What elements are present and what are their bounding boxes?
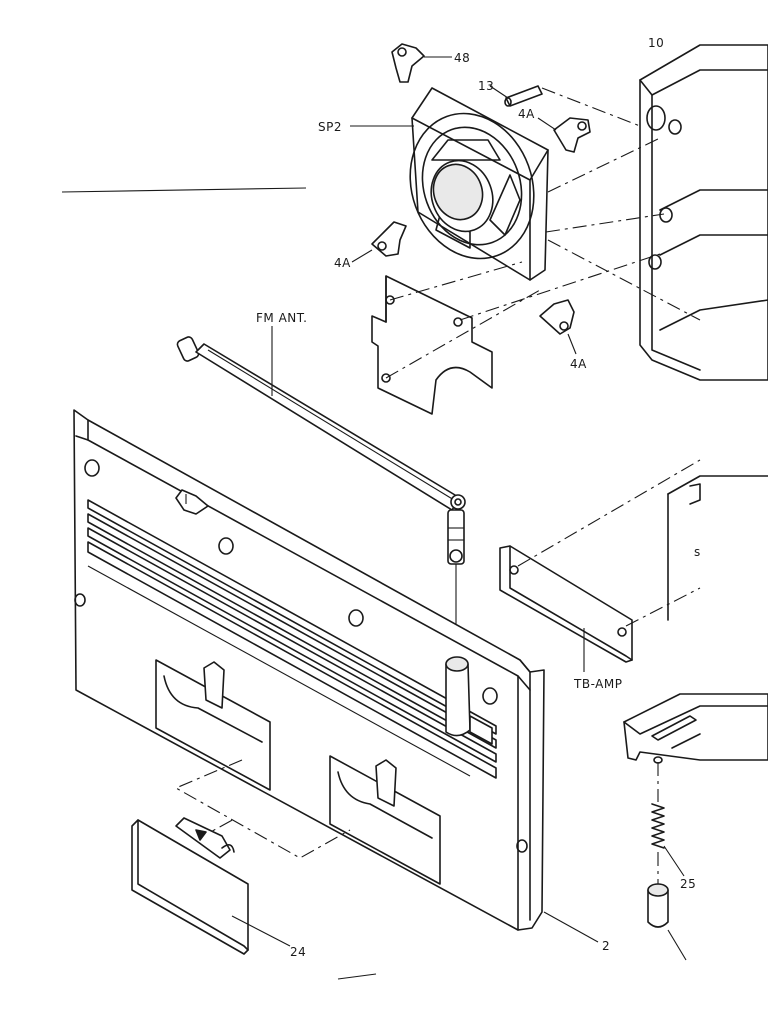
fm-antenna: FM ANT.	[176, 311, 466, 660]
label-part-2: 2	[602, 939, 610, 953]
label-part-13: 13	[478, 79, 494, 93]
alignment-lines-upper	[385, 87, 701, 379]
label-tb-amp: TB-AMP	[573, 677, 622, 691]
label-part-4a-top: 4A	[518, 107, 535, 121]
label-part-4a-left: 4A	[334, 256, 351, 270]
pin-13: 13	[478, 79, 543, 107]
stray-rule-top	[61, 187, 307, 193]
battery-cover-24	[131, 817, 249, 955]
bracket-lower-right	[623, 693, 768, 764]
bracket-4a-left: 4A	[334, 221, 407, 270]
chassis-middle-right: s	[667, 475, 768, 621]
speaker-mounting-plate	[371, 275, 493, 415]
cylinder-foot	[647, 883, 687, 961]
bracket-4a-top: 4A	[518, 107, 591, 153]
chassis-upper-right: 10	[639, 36, 768, 381]
label-edge-fragment: s	[694, 545, 701, 559]
label-part-48: 48	[454, 51, 470, 65]
speaker-sp2	[409, 87, 549, 281]
bracket-48: 48	[391, 43, 470, 83]
label-part-24: 24	[290, 945, 306, 959]
label-part-25: 25	[680, 877, 696, 891]
label-sp2: SP2	[318, 120, 342, 134]
bracket-4a-bottom: 4A	[539, 299, 587, 371]
spring-25: 25	[651, 762, 696, 891]
rear-panel-2	[73, 409, 545, 931]
tb-amp-board: TB-AMP	[499, 459, 701, 691]
label-fm-ant: FM ANT.	[256, 311, 307, 325]
label-part-4a-bottom: 4A	[570, 357, 587, 371]
stray-rule-bottom	[337, 973, 377, 980]
label-corner-fragment: 10	[648, 36, 664, 50]
